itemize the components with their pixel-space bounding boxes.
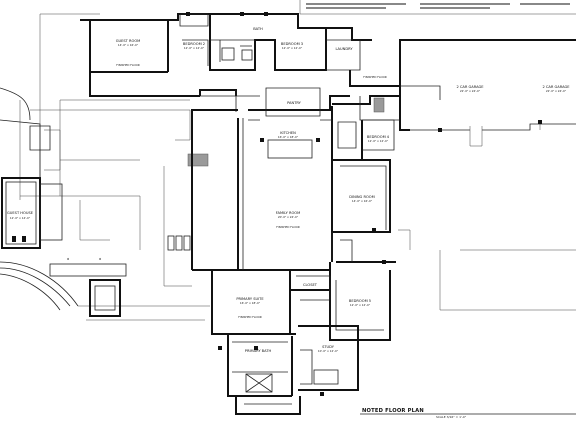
svg-text:✻: ✻ xyxy=(67,257,70,261)
svg-text:22'-0" x 24'-0": 22'-0" x 24'-0" xyxy=(546,89,567,93)
top-notes xyxy=(299,0,576,15)
finished-floor-note-4: FINISHED FLOOR xyxy=(238,315,262,319)
title-block: NOTED FLOOR PLAN SCALE 3/16" = 1'-0" xyxy=(360,408,576,419)
drawing-title: NOTED FLOOR PLAN xyxy=(362,408,424,414)
room-label-bedroom-4: BEDROOM 4 xyxy=(367,135,390,139)
room-label-primary-suite: PRIMARY SUITE xyxy=(236,297,264,301)
room-label-laundry: LAUNDRY xyxy=(335,47,353,51)
garages: 2 CAR GARAGE 22'-0" x 24'-0" 2 CAR GARAG… xyxy=(399,40,576,147)
room-label-garage-2: 2 CAR GARAGE xyxy=(542,85,570,89)
room-label-closet: CLOSET xyxy=(303,283,318,287)
room-label-garage-1: 2 CAR GARAGE xyxy=(456,85,484,89)
svg-text:10'-0" x 12'-0": 10'-0" x 12'-0" xyxy=(318,349,339,353)
room-label-bedroom-3: BEDROOM 3 xyxy=(281,42,303,46)
svg-text:12'-0" x 12'-0": 12'-0" x 12'-0" xyxy=(368,139,389,143)
svg-text:12'-0" x 12'-0": 12'-0" x 12'-0" xyxy=(184,46,205,50)
room-label-bedroom-2: BEDROOM 2 xyxy=(183,42,205,46)
svg-text:16'-0" x 18'-0": 16'-0" x 18'-0" xyxy=(278,135,299,139)
room-label-dining-room: DINING ROOM xyxy=(349,195,374,199)
svg-text:✻: ✻ xyxy=(99,257,102,261)
svg-text:20'-0" x 24'-0": 20'-0" x 24'-0" xyxy=(278,215,299,219)
svg-text:12'-0" x 12'-0": 12'-0" x 12'-0" xyxy=(282,46,303,50)
main-living-core: PANTRY KITCHEN 16'-0" x 18'-0" FAMILY RO… xyxy=(163,87,396,287)
site-outline xyxy=(0,13,576,321)
drawing-scale: SCALE 3/16" = 1'-0" xyxy=(436,415,467,419)
guest-house-area: GUEST HOUSE 12'-0" x 14'-0" ✻ ✻ xyxy=(0,119,127,277)
room-label-bedroom-5: BEDROOM 5 xyxy=(349,299,371,303)
finished-floor-note-2: FINISHED FLOOR xyxy=(363,75,387,79)
svg-text:14'-0" x 16'-0": 14'-0" x 16'-0" xyxy=(352,199,373,203)
svg-text:22'-0" x 24'-0": 22'-0" x 24'-0" xyxy=(460,89,481,93)
room-label-pantry: PANTRY xyxy=(287,101,302,105)
svg-text:14'-0" x 16'-0": 14'-0" x 16'-0" xyxy=(118,43,139,47)
finished-floor-note-1: FINISHED FLOOR xyxy=(116,63,140,67)
svg-text:12'-0" x 14'-0": 12'-0" x 14'-0" xyxy=(10,216,31,220)
upper-bedroom-wing: GUEST ROOM 14'-0" x 16'-0" FINISHED FLOO… xyxy=(80,12,372,97)
room-label-guest-house: GUEST HOUSE xyxy=(7,211,34,215)
room-label-family-room: FAMILY ROOM xyxy=(276,211,300,215)
room-label-kitchen: KITCHEN xyxy=(280,131,296,135)
pool xyxy=(89,279,121,317)
east-column: BEDROOM 4 12'-0" x 12'-0" DINING ROOM 14… xyxy=(331,95,400,264)
room-label-primary-bath: PRIMARY BATH xyxy=(245,349,272,353)
room-label-bath-top: BATH xyxy=(253,27,263,31)
room-label-study: STUDY xyxy=(322,345,335,349)
primary-suite-wing: PRIMARY SUITE 16'-0" x 18'-0" FINISHED F… xyxy=(211,270,391,415)
svg-text:12'-0" x 12'-0": 12'-0" x 12'-0" xyxy=(350,303,371,307)
svg-text:16'-0" x 18'-0": 16'-0" x 18'-0" xyxy=(240,301,261,305)
finished-floor-note-3: FINISHED FLOOR xyxy=(276,225,300,229)
room-label-guest-room: GUEST ROOM xyxy=(116,39,141,43)
